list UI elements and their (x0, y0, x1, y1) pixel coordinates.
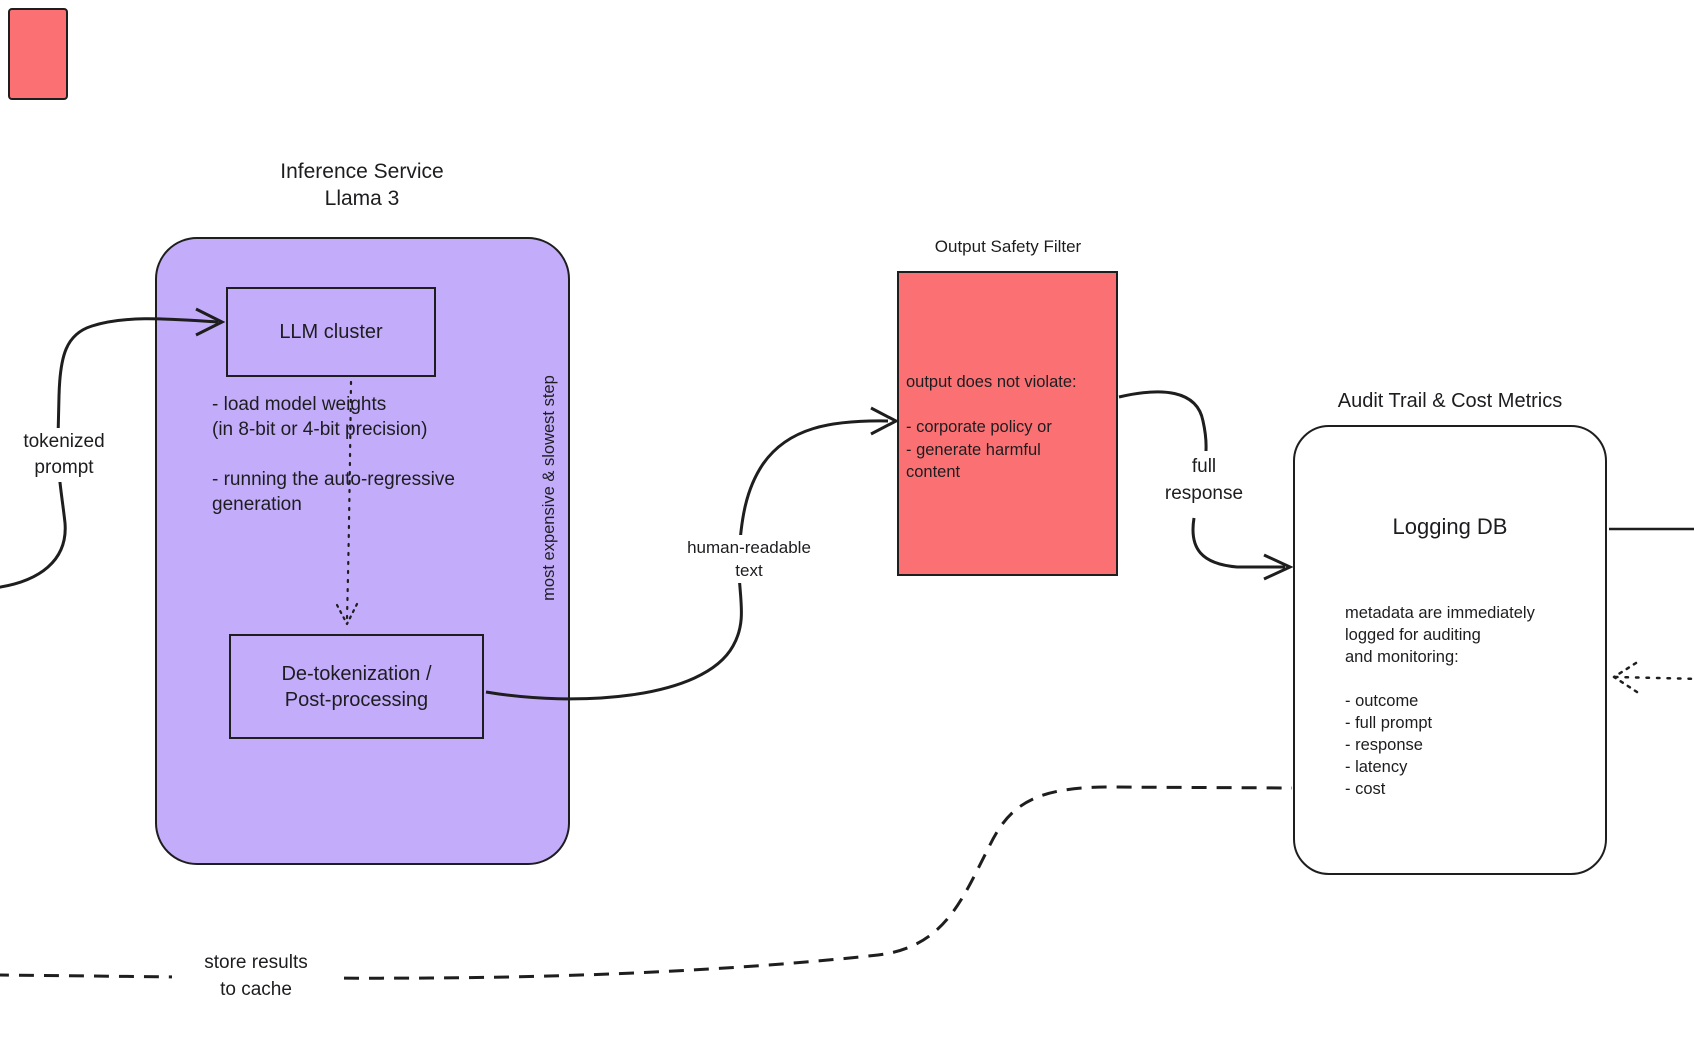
llm-cluster-box: LLM cluster (226, 287, 436, 377)
detokenization-box: De-tokenization / Post-processing (229, 634, 484, 739)
dotted-connector-llm-to-detok (345, 380, 353, 620)
arrowhead-into-audit-icon (1263, 553, 1294, 581)
output-safety-filter-box (897, 271, 1118, 576)
arrowhead-into-llm-icon (195, 307, 226, 337)
connector-filter-to-label (1118, 390, 1208, 452)
dotted-connector-from-right-edge (1613, 675, 1694, 681)
audit-trail-box (1293, 425, 1607, 875)
llm-cluster-label: LLM cluster (279, 320, 383, 343)
offscreen-red-shape (8, 8, 68, 100)
dashed-connector-store-to-cache (0, 785, 1293, 980)
connector-detok-to-filter (485, 419, 889, 701)
connector-tokenized-prompt (0, 317, 219, 589)
arrowhead-into-filter-icon (870, 406, 900, 436)
detokenization-label: De-tokenization / Post-processing (281, 662, 432, 711)
connector-label-to-audit (1191, 517, 1285, 569)
